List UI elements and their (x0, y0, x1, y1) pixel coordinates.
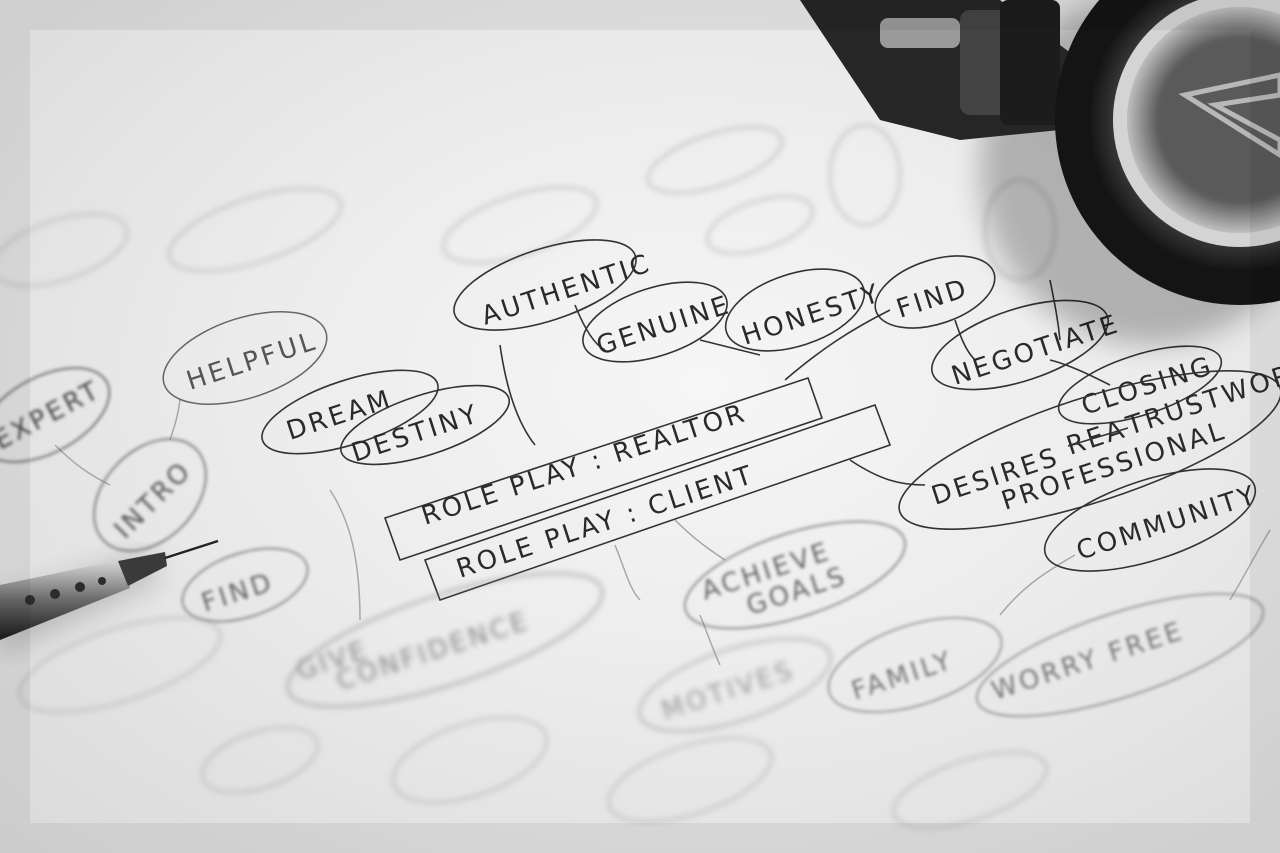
node-worry-free: WORRY FREE (975, 593, 1265, 717)
headphones (800, 0, 1280, 345)
svg-text:HONESTY: HONESTY (738, 278, 885, 351)
pencil (0, 539, 219, 655)
node-motives: MOTIVES (638, 638, 832, 732)
svg-text:WORRY FREE: WORRY FREE (988, 616, 1188, 707)
node-give-confidence: GIVE CONFIDENCE (286, 572, 604, 708)
svg-text:INTRO: INTRO (109, 455, 198, 544)
svg-text:MOTIVES: MOTIVES (658, 655, 799, 726)
node-destiny: DESTINY (339, 384, 511, 469)
svg-text:GENUINE: GENUINE (593, 290, 735, 362)
svg-text:HELPFUL: HELPFUL (183, 326, 321, 396)
node-dream: DREAM (261, 369, 439, 455)
svg-text:AUTHENTIC: AUTHENTIC (478, 248, 655, 331)
node-find: FIND (874, 255, 996, 329)
node-family: FAMILY (827, 617, 1003, 713)
node-achieve-goals: ACHIEVE GOALS (684, 520, 906, 630)
background-doodles (0, 124, 1056, 829)
node-intro: INTRO (93, 438, 207, 552)
